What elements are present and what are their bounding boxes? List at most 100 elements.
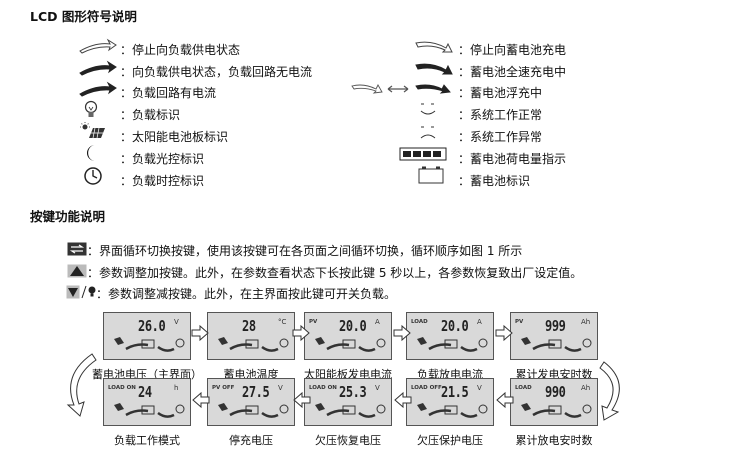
lcd-caption: 负载工作模式 [114,434,180,447]
lcd-tag: LOAD ON [108,385,136,391]
lcd-value: 28 [242,317,256,335]
right-arrow [495,324,513,342]
lcd-value: 27.5 [242,383,270,401]
lcd-caption: 蓄电池电压（主界面） [92,368,202,381]
lcd-screen: 26.0 V [103,312,191,360]
lcd-unit: A [375,318,380,326]
lcd-caption: 太阳能板发电电流 [304,368,392,381]
symbol-label: ：蓄电池浮充中 [458,86,543,100]
lcd-symbol-graphics [114,337,185,352]
lcd-symbol-graphics [218,403,289,418]
bulb-icon [84,100,98,117]
lcd-value: 20.0 [441,317,469,335]
filled-flow-arrow-icon [79,60,117,76]
lcd-screen: LOAD 990 Ah [510,378,598,426]
lcd-unit: V [278,384,283,392]
up-key-icon [67,264,87,278]
symbol-label: ：负载回路有电流 [120,86,217,100]
right-arrow [393,324,411,342]
key-description: ：参数调整减按键。此外，在主界面按此键可开关负载。 [96,287,397,301]
down-key-icon [66,285,96,299]
symbol-label: ：向负载供电状态，负载回路无电流 [120,65,313,79]
lcd-symbol-graphics [521,403,592,418]
clock-icon [84,167,102,185]
lcd-screen: PV 999 Ah [510,312,598,360]
lcd-unit: V [477,384,482,392]
lcd-symbol-graphics [315,337,386,352]
right-arrow [292,324,310,342]
filled-flow-arrow-icon [415,63,453,75]
lcd-unit: Ah [581,318,591,326]
symbol-label: ：系统工作异常 [458,130,543,144]
key-description: ：界面循环切换按键，使用该按键可在各页面之间循环切换，循环顺序如图 1 所示 [87,244,523,258]
left-arrow [293,391,311,409]
lcd-tag: PV [515,319,524,325]
lcd-tag: PV OFF [212,385,235,391]
lcd-tag: LOAD [411,319,428,325]
lcd-tag: PV [309,319,318,325]
lcd-screen: PV OFF 27.5 V [207,378,295,426]
lcd-caption: 累计放电安时数 [515,434,593,447]
lcd-screen: 28 °C [207,312,295,360]
symbol-label: ：负载光控标识 [120,152,205,166]
symbol-label: ：停止向负载供电状态 [120,43,241,57]
lcd-tag: LOAD ON [309,385,337,391]
lcd-value: 24 [138,383,152,401]
left-arrow [496,391,514,409]
lcd-unit: V [375,384,380,392]
cycle-key-icon [67,242,87,256]
lcd-caption: 累计发电安时数 [515,368,593,381]
lcd-value: 999 [545,317,566,335]
lcd-symbol-graphics [417,337,488,352]
lcd-caption: 负载放电电流 [417,368,483,381]
sad-face-icon [420,126,436,139]
moon-icon [87,145,95,161]
lcd-caption: 欠压恢复电压 [315,434,381,447]
key-description: ：参数调整加按键。此外，在参数查看状态下长按此键 5 秒以上，各参数恢复致出厂设… [87,266,583,280]
lcd-symbol-graphics [114,403,185,418]
lcd-value: 25.3 [339,383,367,401]
solar-panel-icon [80,122,105,139]
symbol-label: ：停止向蓄电池充电 [458,43,567,57]
loop-arrow-left [66,353,97,417]
outline-flow-arrow-icon [79,38,117,54]
lcd-symbol-graphics [417,403,488,418]
lcd-screen: PV 20.0 A [304,312,392,360]
lcd-tag: LOAD [515,385,532,391]
lcd-value: 990 [545,383,566,401]
lcd-unit: V [174,318,179,326]
smile-face-icon [420,103,436,115]
symbol-label: ：蓄电池标识 [458,174,531,188]
lcd-value: 26.0 [138,317,166,335]
lcd-caption: 欠压保护电压 [417,434,483,447]
loop-arrow-right [599,361,620,421]
filled-flow-arrow-icon [79,81,117,97]
lcd-unit: °C [278,318,287,326]
symbol-label: ：蓄电池荷电量指示 [458,152,567,166]
lcd-tag: LOAD OFF [411,385,442,391]
symbol-label: ：负载标识 [120,108,181,122]
keys-heading: 按键功能说明 [30,209,106,224]
lcd-symbol-graphics [218,337,289,352]
left-arrow [192,391,210,409]
left-arrow [394,391,412,409]
symbol-label: ：太阳能电池板标识 [120,130,229,144]
lcd-caption: 蓄电池温度 [223,368,279,381]
lcd-caption: 停充电压 [229,434,273,447]
lcd-symbol-graphics [521,337,592,352]
symbol-label: ：系统工作正常 [458,108,543,122]
lcd-unit: Ah [581,384,591,392]
outline-flow-arrow-icon [415,41,453,53]
lcd-unit: A [477,318,482,326]
lcd-symbol-graphics [315,403,386,418]
lcd-unit: h [174,384,179,392]
symbol-label: ：蓄电池全速充电中 [458,65,567,79]
lcd-value: 20.0 [339,317,367,335]
lcd-value: 21.5 [441,383,469,401]
battery-level-icon [399,147,447,161]
symbols-heading: LCD 图形符号说明 [30,9,137,24]
symbol-label: ：负载时控标识 [120,174,205,188]
